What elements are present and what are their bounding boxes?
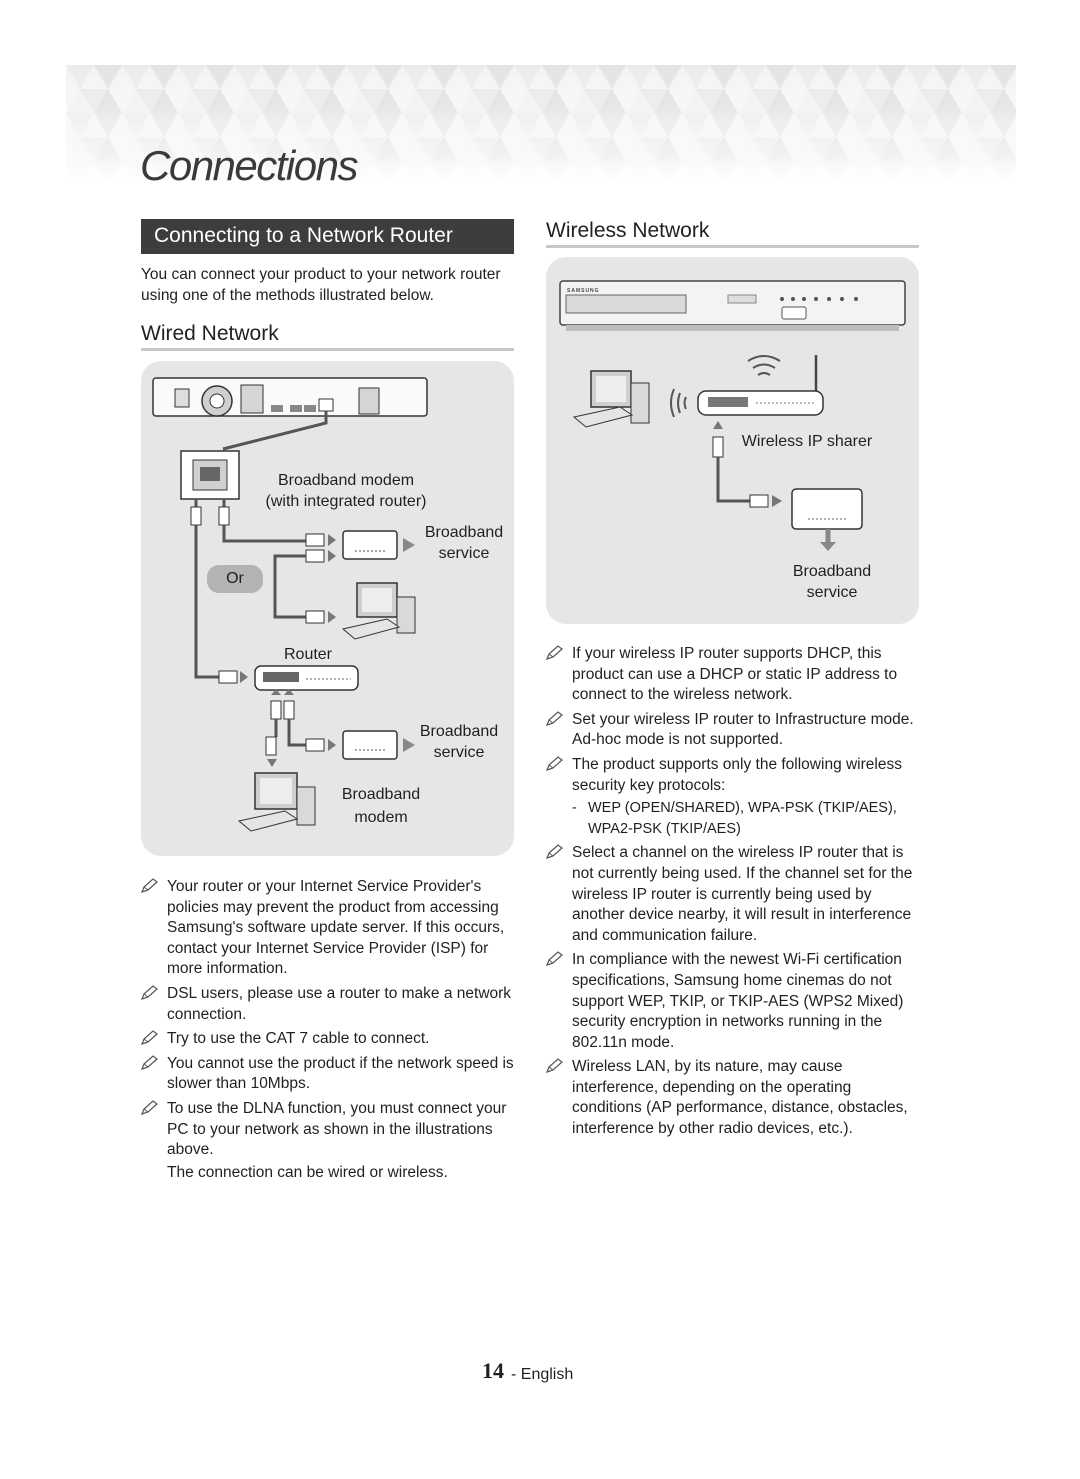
wired-diagram bbox=[152, 377, 428, 832]
pc-icon-lower bbox=[237, 772, 316, 832]
modem-label-line2: (with integrated router) bbox=[265, 493, 427, 510]
list-dash: - bbox=[572, 800, 577, 817]
wired-note-text: You cannot use the product if the networ… bbox=[167, 1054, 514, 1093]
pencil-note-icon bbox=[141, 985, 161, 1003]
wireless-diagram bbox=[559, 280, 906, 551]
pencil-note-icon bbox=[546, 1058, 566, 1076]
banner-pattern bbox=[66, 65, 1016, 180]
brand-label: SAMSUNG bbox=[567, 288, 600, 294]
wired-note-text: DSL users, please use a router to make a… bbox=[167, 984, 512, 1023]
wired-note: To use the DLNA function, you must conne… bbox=[141, 1099, 519, 1183]
wired-note-extra: The connection can be wired or wireless. bbox=[167, 1163, 448, 1181]
modem-with-router-icon bbox=[342, 530, 398, 560]
wired-note: Try to use the CAT 7 cable to connect. bbox=[141, 1029, 519, 1050]
protocol-list-item: - WEP (OPEN/SHARED), WPA-PSK (TKIP/AES),… bbox=[572, 798, 922, 839]
product-front-panel bbox=[559, 280, 906, 331]
wireless-note-text: In compliance with the newest Wi-Fi cert… bbox=[572, 951, 904, 1051]
broadband-service-label-2b: service bbox=[433, 744, 485, 761]
wired-note: DSL users, please use a router to make a… bbox=[141, 984, 519, 1025]
broadband-modem-icon bbox=[791, 488, 863, 530]
broadband-service-label-1a: Broadband bbox=[424, 524, 504, 541]
broadband-service-label-1b: service bbox=[438, 545, 490, 562]
protocol-list-text: WEP (OPEN/SHARED), WPA-PSK (TKIP/AES), W… bbox=[588, 800, 897, 837]
router-label: Router bbox=[283, 646, 333, 663]
router-section-heading: Connecting to a Network Router bbox=[141, 219, 514, 254]
pc-icon bbox=[572, 370, 650, 428]
wired-note: Your router or your Internet Service Pro… bbox=[141, 877, 519, 980]
wired-note-text: Your router or your Internet Service Pro… bbox=[167, 878, 505, 978]
wired-note: You cannot use the product if the networ… bbox=[141, 1054, 519, 1095]
modem-label-line1: Broadband modem bbox=[277, 472, 415, 489]
wireless-note-text: Set your wireless IP router to Infrastru… bbox=[572, 710, 914, 749]
pencil-note-icon bbox=[141, 1100, 161, 1118]
wired-notes: Your router or your Internet Service Pro… bbox=[141, 877, 519, 1187]
pencil-note-icon bbox=[546, 756, 566, 774]
pencil-note-icon bbox=[546, 844, 566, 862]
wired-network-heading: Wired Network bbox=[141, 322, 279, 345]
wireless-router-icon bbox=[697, 355, 824, 416]
pencil-note-icon bbox=[141, 878, 161, 896]
pencil-note-icon bbox=[546, 645, 566, 663]
product-rear-panel bbox=[152, 377, 428, 417]
broadband-modem-icon bbox=[342, 730, 398, 760]
pc-icon-upper bbox=[341, 582, 416, 640]
wireless-note: In compliance with the newest Wi-Fi cert… bbox=[546, 950, 922, 1053]
wireless-note-text: Select a channel on the wireless IP rout… bbox=[572, 844, 913, 944]
wireless-note-text: The product supports only the following … bbox=[572, 755, 902, 794]
router-icon bbox=[254, 665, 359, 691]
wireless-broadband-label-b: service bbox=[806, 584, 858, 601]
wireless-note-text: If your wireless IP router supports DHCP… bbox=[572, 645, 898, 704]
section-title: Connections bbox=[140, 142, 358, 189]
wireless-note-text: Wireless LAN, by its nature, may cause i… bbox=[572, 1058, 908, 1138]
page-number: 14 bbox=[482, 1358, 504, 1383]
broadband-modem-label-a: Broadband bbox=[341, 786, 421, 803]
pencil-note-icon bbox=[546, 951, 566, 969]
wireless-notes: If your wireless IP router supports DHCP… bbox=[546, 644, 922, 1144]
pencil-note-icon bbox=[141, 1030, 161, 1048]
wired-note-text: Try to use the CAT 7 cable to connect. bbox=[167, 1030, 430, 1048]
wireless-broadband-label-a: Broadband bbox=[792, 563, 872, 580]
lan-wall-jack bbox=[180, 450, 240, 500]
wired-heading-rule bbox=[141, 348, 514, 351]
header-banner bbox=[66, 65, 1016, 180]
wireless-network-heading: Wireless Network bbox=[546, 219, 710, 242]
or-label: Or bbox=[226, 570, 244, 587]
wireless-note: Set your wireless IP router to Infrastru… bbox=[546, 710, 922, 751]
or-badge bbox=[207, 565, 263, 593]
wireless-note: Wireless LAN, by its nature, may cause i… bbox=[546, 1057, 922, 1139]
wireless-note: If your wireless IP router supports DHCP… bbox=[546, 644, 922, 706]
pencil-note-icon bbox=[546, 711, 566, 729]
pencil-note-icon bbox=[141, 1054, 161, 1073]
broadband-service-label-2a: Broadband bbox=[419, 723, 499, 740]
wireless-note: Select a channel on the wireless IP rout… bbox=[546, 843, 922, 946]
router-section-title: Connecting to a Network Router bbox=[154, 224, 453, 247]
page-language: - English bbox=[511, 1366, 574, 1383]
wireless-note: The product supports only the following … bbox=[546, 755, 922, 839]
wired-note-text: To use the DLNA function, you must conne… bbox=[167, 1099, 507, 1159]
wireless-sharer-label: Wireless IP sharer bbox=[741, 433, 873, 450]
wireless-heading-rule bbox=[546, 245, 919, 248]
wired-diagram-panel bbox=[141, 361, 514, 856]
broadband-modem-label-b: modem bbox=[354, 809, 408, 826]
router-intro-text: You can connect your product to your net… bbox=[141, 266, 501, 304]
